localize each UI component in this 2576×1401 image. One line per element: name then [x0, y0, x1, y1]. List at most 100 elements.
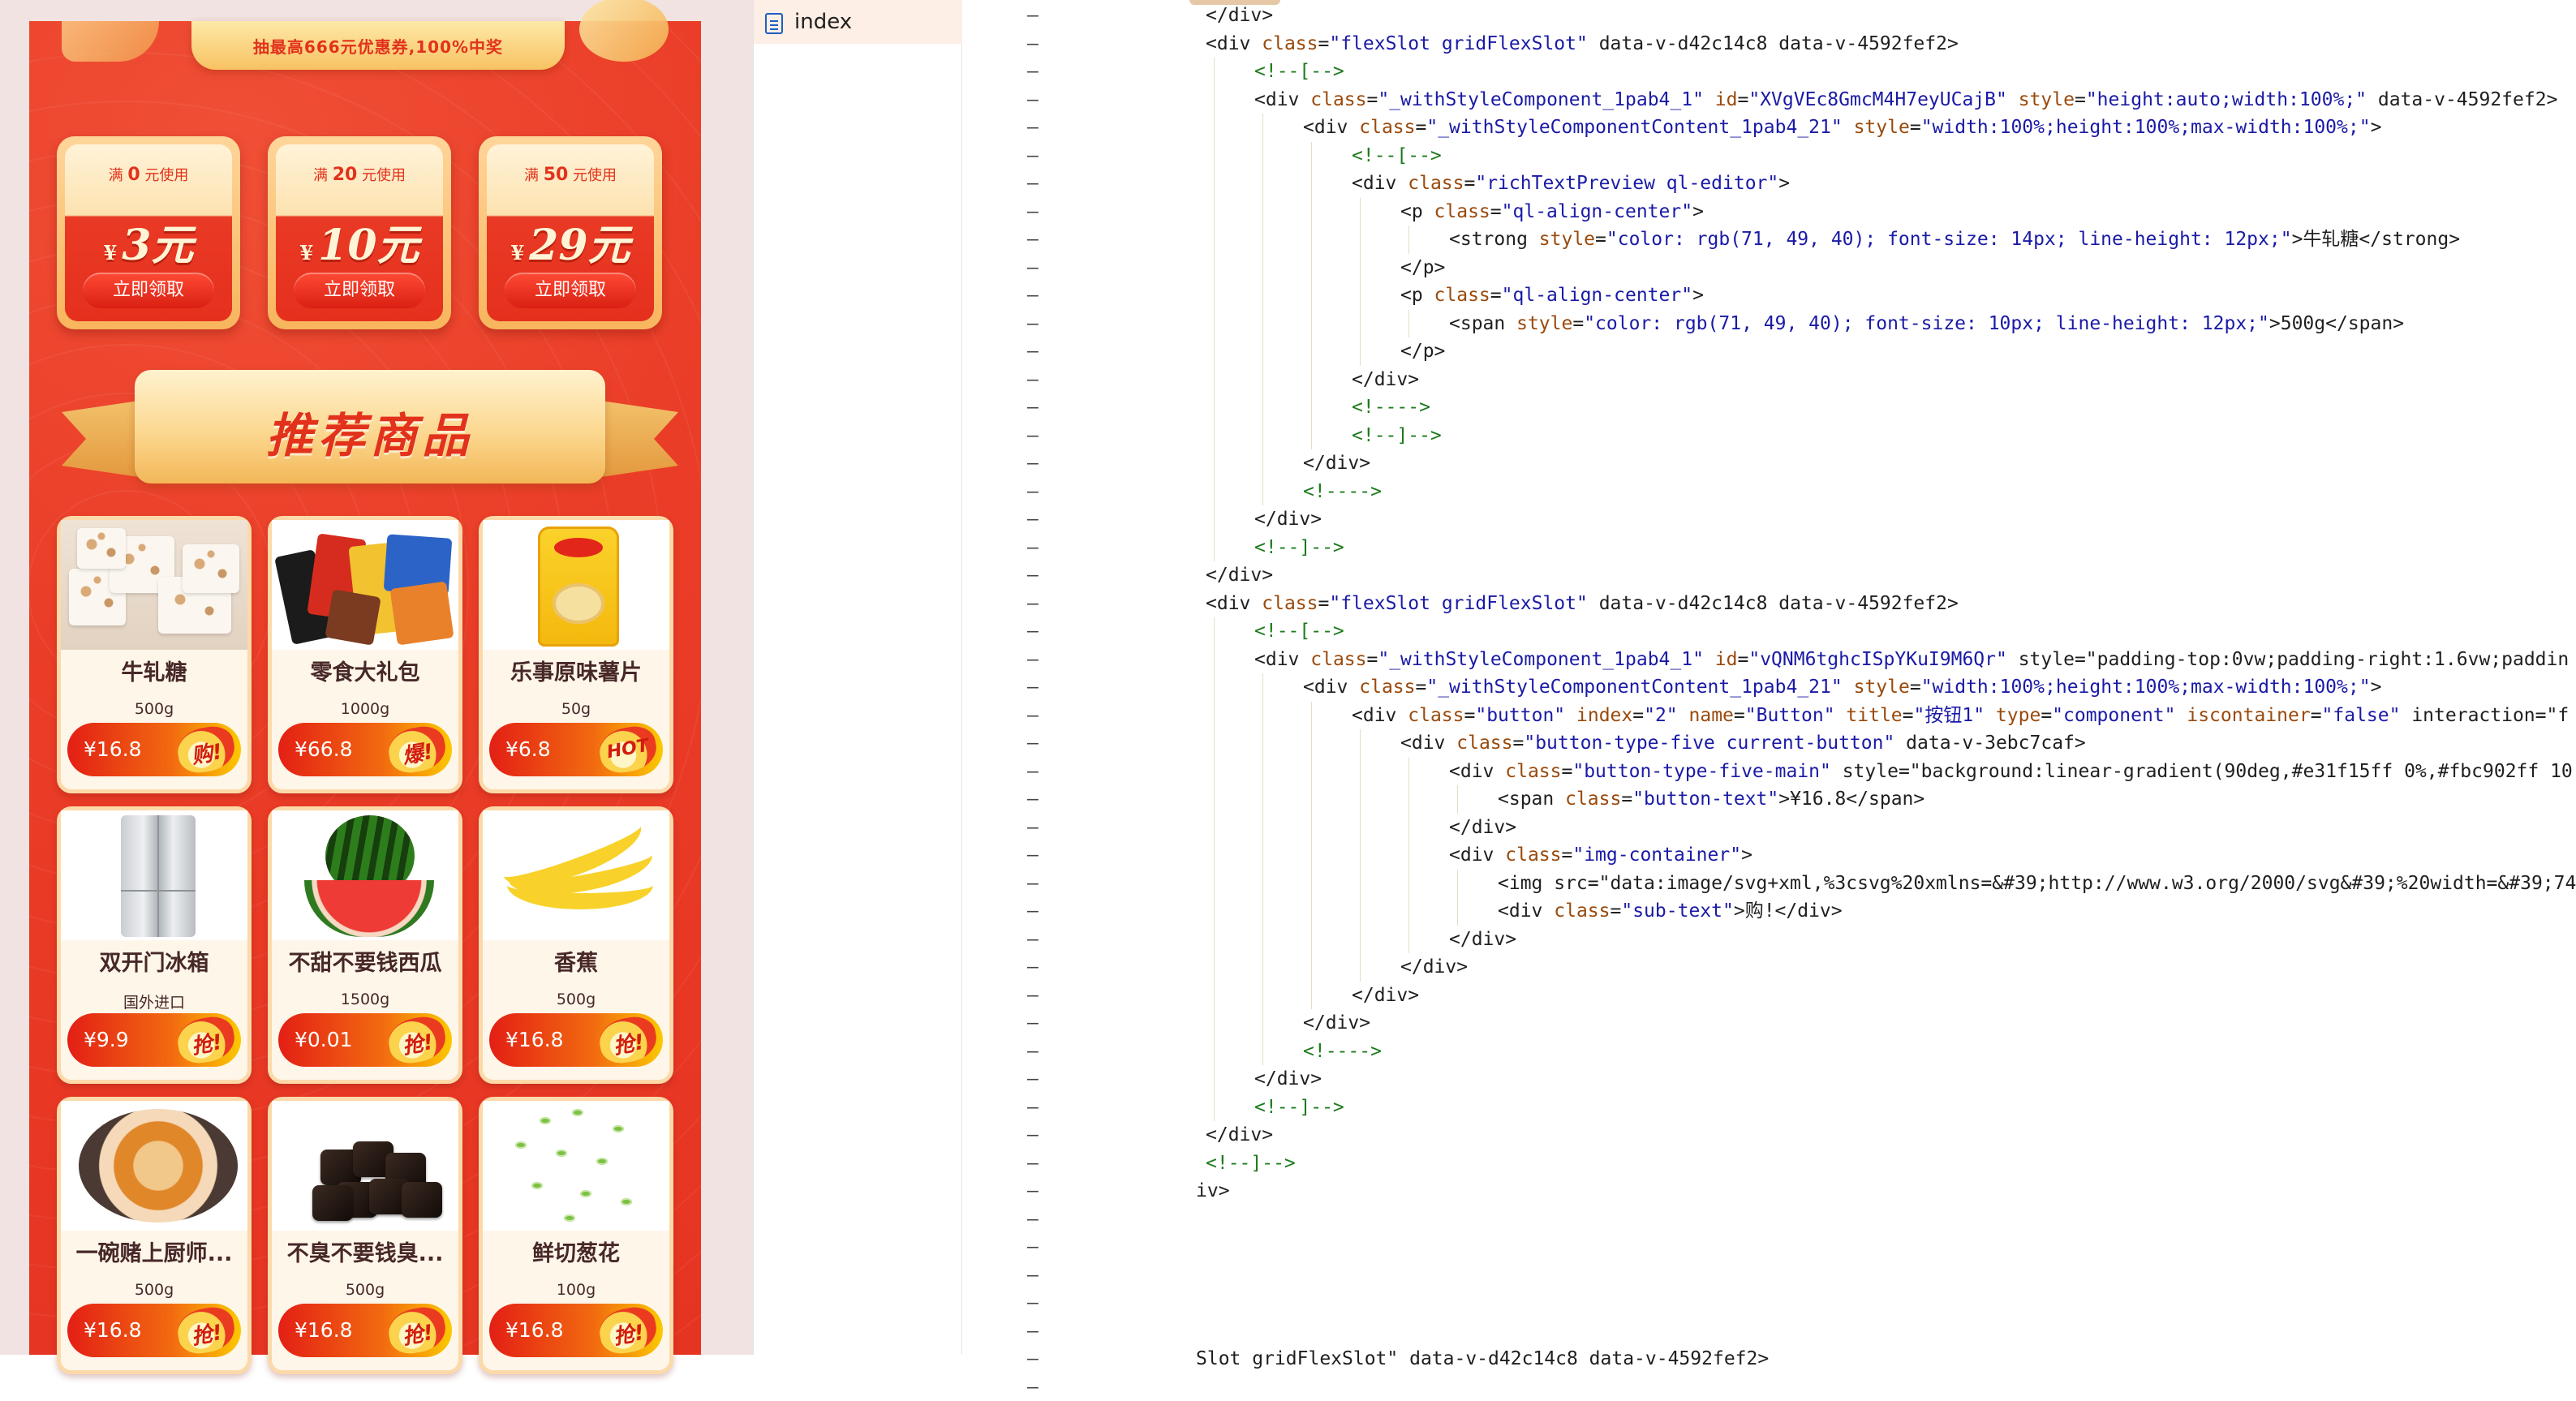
code-line: –	[962, 1289, 2502, 1317]
coupon-condition-prefix: 满	[312, 167, 328, 184]
code-line: –<p class="ql-align-center">	[962, 281, 2502, 309]
file-item-index[interactable]: index	[754, 0, 963, 44]
product-image	[483, 803, 669, 940]
diff-marker: –	[1027, 1264, 1039, 1286]
code-line: –<div class="button-type-five current-bu…	[962, 729, 2502, 757]
section-title: 推荐商品	[265, 408, 474, 463]
product-name: 零食大礼包	[310, 660, 420, 685]
code-line: –<!--]-->	[962, 1094, 2502, 1121]
product-spec: 国外进口	[123, 994, 185, 1012]
scallion-piece	[580, 1190, 591, 1197]
diff-marker: –	[1027, 1208, 1039, 1230]
coupon-condition-value: 0	[127, 165, 140, 185]
code-line: –	[962, 1317, 2502, 1345]
coupon-condition-suffix: 元使用	[573, 167, 617, 184]
product-name: 牛轧糖	[121, 660, 187, 685]
diff-marker: –	[1027, 341, 1039, 362]
indent-guide	[1457, 785, 1458, 814]
code-text: </div>	[1254, 1068, 1322, 1089]
diff-marker: –	[1027, 1068, 1039, 1089]
code-line: –</div>	[962, 926, 2502, 953]
claim-coupon-button[interactable]: 立即领取	[505, 273, 636, 308]
code-line: –<!---->	[962, 478, 2502, 505]
diff-marker: –	[1027, 928, 1039, 950]
code-text: <div class="_withStyleComponentContent_1…	[1303, 677, 2382, 698]
code-text: <span style="color: rgb(71, 49, 40); fon…	[1449, 312, 2405, 334]
file-panel: index	[753, 0, 963, 1355]
code-text: </p>	[1400, 341, 1446, 362]
code-line: –	[962, 1233, 2502, 1261]
file-item-label: index	[794, 10, 853, 34]
preview-pane: 抽最高666元优惠券,100%中奖 满 0 元使用¥3元立即领取满 20 元使用…	[0, 0, 753, 1374]
product-spec: 1000g	[340, 700, 390, 718]
code-line: –</div>	[962, 561, 2502, 589]
code-text: <p class="ql-align-center">	[1400, 285, 1704, 306]
indent-guide	[1457, 869, 1458, 926]
code-text: </div>	[1449, 816, 1517, 838]
diff-marker: –	[1027, 956, 1039, 978]
diff-marker: –	[1027, 1180, 1039, 1201]
diff-marker: –	[1027, 760, 1039, 782]
diff-marker: –	[1027, 1320, 1039, 1342]
flame-badge-icon: 抢!	[174, 1304, 239, 1357]
coupon-currency: ¥	[103, 241, 118, 264]
code-scroll-tab	[1189, 0, 1280, 5]
code-line: –<div class="_withStyleComponent_1pab4_1…	[962, 646, 2569, 673]
code-text: <!---->	[1352, 397, 1430, 418]
badge-text: 抢!	[611, 1029, 647, 1059]
indent-guide	[1408, 226, 1409, 254]
scallion-piece	[540, 1117, 551, 1124]
coupon-currency: ¥	[299, 241, 314, 264]
diff-marker: –	[1027, 789, 1039, 810]
code-viewer[interactable]: –</div>–<div class="flexSlot gridFlexSlo…	[962, 0, 2576, 1398]
code-line: –</p>	[962, 254, 2502, 281]
product-spec: 1500g	[340, 991, 390, 1008]
claim-coupon-button[interactable]: 立即领取	[83, 273, 214, 308]
product-name: 不臭不要钱臭...	[286, 1241, 444, 1266]
diff-marker: –	[1027, 704, 1039, 726]
flame-badge-icon: HOT	[596, 723, 660, 776]
flame-badge-icon: 爆!	[385, 723, 449, 776]
indent-guide	[1214, 617, 1215, 1121]
indent-guide	[1360, 729, 1361, 982]
code-line: –</div>	[962, 953, 2502, 981]
coupon-condition-suffix: 元使用	[362, 167, 406, 184]
claim-coupon-button[interactable]: 立即领取	[294, 273, 425, 308]
code-text: <!--[-->	[1254, 61, 1344, 82]
code-line: –</div>	[962, 1121, 2502, 1149]
scallion-piece	[564, 1214, 575, 1222]
diff-marker: –	[1027, 677, 1039, 698]
diff-marker: –	[1027, 256, 1039, 278]
diff-marker: –	[1027, 424, 1039, 446]
coupon-amount: ¥3元	[65, 211, 232, 272]
diff-marker: –	[1027, 117, 1039, 138]
code-line: –<p class="ql-align-center">	[962, 198, 2502, 226]
code-text: </div>	[1206, 565, 1274, 586]
product-price: ¥16.8	[84, 737, 142, 761]
code-line: –</div>	[962, 2, 2502, 29]
coupon-condition-prefix: 满	[523, 167, 539, 184]
coupon-currency: ¥	[510, 241, 525, 264]
diff-marker: –	[1027, 1040, 1039, 1062]
code-text: </div>	[1303, 1012, 1371, 1034]
flame-badge-icon: 抢!	[174, 1013, 239, 1067]
indent-guide	[1408, 309, 1409, 337]
